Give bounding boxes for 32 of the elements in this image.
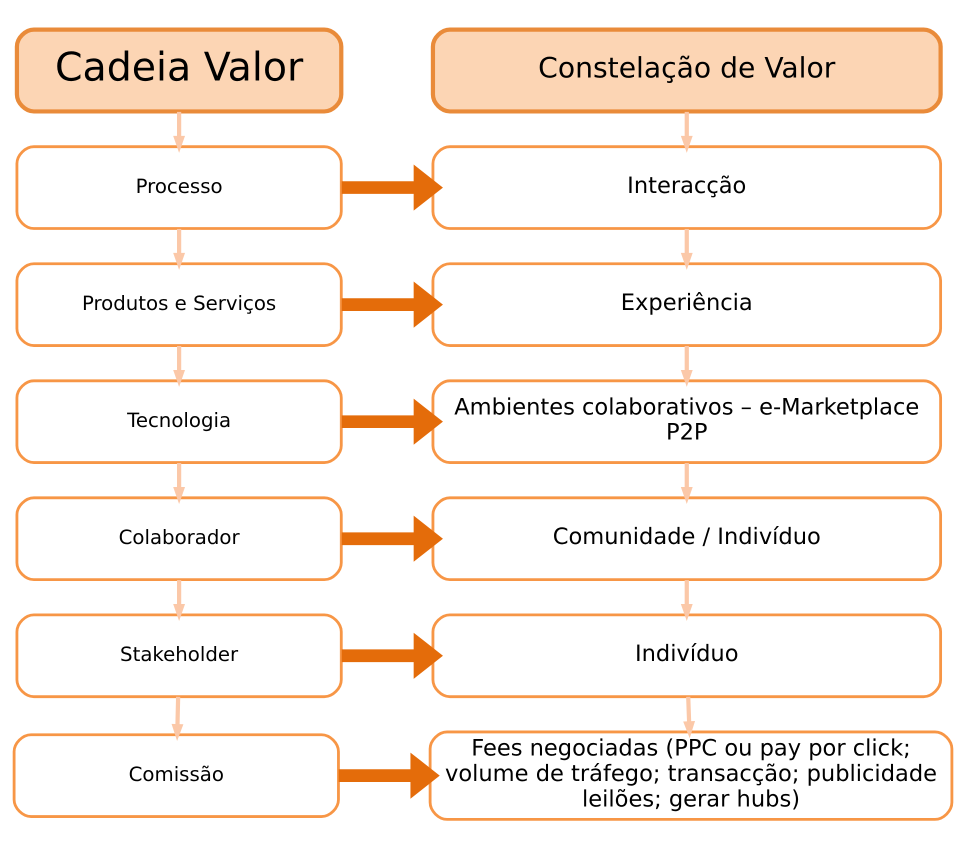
arrow	[683, 696, 696, 738]
arrow	[680, 228, 693, 270]
arrow	[338, 752, 440, 798]
arrow	[173, 462, 186, 504]
node-box: Constelação de Valor	[430, 27, 943, 114]
arrow	[173, 346, 186, 386]
arrow	[680, 580, 693, 621]
node-box: Cadeia Valor	[14, 27, 344, 114]
arrow	[342, 164, 443, 210]
node-box: Processo	[16, 144, 343, 230]
node-box: Ambientes colaborativos – e-Marketplace P2P	[432, 378, 942, 464]
arrow	[680, 346, 693, 386]
node-box: Interacção	[432, 144, 942, 230]
arrow	[173, 228, 186, 270]
arrow	[173, 111, 186, 152]
node-box: Tecnologia	[16, 378, 343, 464]
node-box: Fees negociadas (PPC ou pay por click; volume de tráfego; transacção; publicidade leilões; gerar hubs)	[428, 730, 954, 820]
node-box: Experiência	[432, 262, 942, 346]
node-box: Indivíduo	[432, 612, 942, 698]
arrow	[680, 462, 693, 504]
arrow	[342, 515, 443, 562]
arrow	[342, 632, 443, 678]
node-box: Colaborador	[16, 496, 343, 581]
node-box: Produtos e Serviços	[16, 262, 343, 346]
node-box: Comunidade / Indivíduo	[432, 496, 942, 581]
arrow	[342, 281, 443, 328]
node-box: Comissão	[12, 732, 340, 818]
node-box: Stakeholder	[16, 612, 343, 698]
arrow	[172, 696, 184, 741]
arrow	[173, 580, 186, 621]
arrow	[342, 398, 443, 444]
arrow	[680, 111, 693, 152]
